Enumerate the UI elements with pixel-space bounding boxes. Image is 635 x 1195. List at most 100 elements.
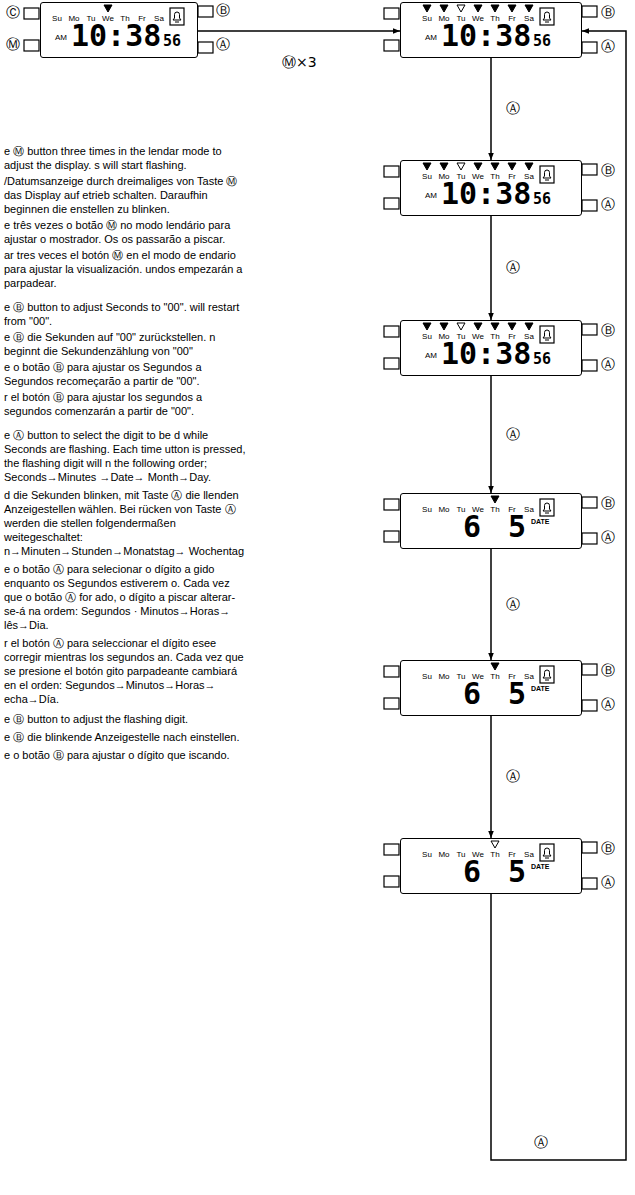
day-marker (508, 5, 516, 12)
button-symbol (24, 8, 39, 19)
button-label: Ⓐ (601, 874, 615, 890)
day-marker (104, 5, 112, 12)
button-symbol (384, 198, 399, 209)
button-symbol (582, 878, 597, 889)
display-digits: DATE (531, 518, 550, 526)
flow-arrow (490, 716, 492, 838)
lcd-display: SuMoTuWeThFrSaAM10:3856 (400, 320, 582, 376)
button-symbol (384, 166, 399, 177)
day-marker (525, 323, 533, 330)
lcd-display: SuMoTuWeThFrSa65DATE (400, 838, 582, 894)
chime-icon (543, 330, 551, 340)
weekday-label: Th (487, 851, 503, 860)
instruction-text: e Ⓑ die blinkende Anzeigestelle nach ein… (4, 730, 250, 744)
lcd-display: SuMoTuWeThFrSaAM10:3856 (40, 2, 198, 58)
day-marker (423, 5, 431, 12)
day-marker (440, 323, 448, 330)
day-marker (457, 323, 465, 330)
display-digits: 56 (163, 33, 181, 50)
display-digits: 5 (508, 510, 526, 543)
display-digits: 56 (533, 351, 551, 368)
display-digits: AM (425, 34, 437, 43)
weekday-label: Mo (436, 673, 452, 682)
instruction-text: e Ⓐ button to select the digit to be d w… (4, 428, 250, 484)
button-label: Ⓐ (601, 196, 615, 212)
day-marker (491, 663, 499, 670)
display-digits: AM (425, 192, 437, 201)
weekday-label: Mo (436, 506, 452, 515)
button-symbol (384, 698, 399, 709)
button-label: Ⓑ (601, 662, 615, 678)
weekday-label: Mo (436, 851, 452, 860)
chime-icon-frame (540, 8, 554, 25)
button-label: Ⓑ (601, 162, 615, 178)
lcd-display: SuMoTuWeThFrSa65DATE (400, 660, 582, 716)
day-marker (474, 163, 482, 170)
connectors (198, 31, 626, 1160)
edge-label: Ⓐ (505, 768, 521, 784)
chime-icon-frame (170, 8, 184, 25)
button-label: Ⓑ (601, 322, 615, 338)
display-digits: 5 (508, 677, 526, 710)
display-digits: 6 (463, 510, 481, 543)
day-marker (474, 323, 482, 330)
button-label: Ⓐ (601, 696, 615, 712)
day-marker (525, 5, 533, 12)
instruction-text: /Datumsanzeige durch dreimaliges von Tas… (4, 174, 250, 216)
flow-arrow (198, 30, 400, 32)
flow-arrow (490, 376, 492, 493)
edge-label: Ⓐ (533, 1134, 549, 1150)
button-symbol (384, 499, 399, 510)
lcd-display: SuMoTuWeThFrSaAM10:3856 (400, 160, 582, 216)
display-digits: DATE (531, 863, 550, 871)
weekday-label: Su (419, 673, 435, 682)
display-digits: 6 (463, 855, 481, 888)
button-label: Ⓐ (601, 38, 615, 54)
button-label: Ⓑ (216, 2, 230, 18)
display-digits: 10:38 (441, 177, 531, 210)
edge-label: Ⓐ (505, 100, 521, 116)
button-symbol (384, 326, 399, 337)
instruction-text: ar tres veces el botón Ⓜ en el modo de e… (4, 248, 250, 290)
flow-arrow (490, 58, 492, 160)
instruction-text: r el botón Ⓐ para seleccionar el dígito … (4, 636, 250, 706)
day-marker (474, 5, 482, 12)
edge-label: Ⓐ (505, 426, 521, 442)
display-digits: 6 (463, 677, 481, 710)
button-symbol (384, 666, 399, 677)
chime-icon (543, 12, 551, 22)
button-label: Ⓑ (601, 4, 615, 20)
button-symbol (582, 842, 597, 853)
display-digits: DATE (531, 685, 550, 693)
display-digits: 10:38 (441, 19, 531, 52)
button-symbol (582, 497, 597, 508)
day-marker (440, 163, 448, 170)
instruction-text: d die Sekunden blinken, mit Taste Ⓐ die … (4, 488, 250, 558)
weekday-label: Su (419, 333, 435, 342)
edge-label: Ⓜ×3 (281, 54, 318, 70)
button-symbol (384, 40, 399, 51)
button-symbol (582, 6, 597, 17)
instruction-text: e o botão Ⓑ para ajustar o dígito que is… (4, 748, 250, 762)
instruction-text: r el botón Ⓑ para ajustar los segundos a… (4, 390, 250, 418)
flow-arrow (490, 549, 492, 660)
day-marker (491, 496, 499, 503)
button-label: Ⓐ (601, 529, 615, 545)
button-symbol (582, 164, 597, 175)
edge-label: Ⓐ (505, 259, 521, 275)
instruction-text: e Ⓑ die Sekunden auf "00" zurückstellen.… (4, 330, 250, 358)
chime-icon (543, 670, 551, 680)
instruction-text: e Ⓑ button to adjust the flashing digit. (4, 712, 250, 726)
button-label: Ⓐ (601, 356, 615, 372)
button-label: Ⓐ (216, 36, 230, 52)
weekday-label: Su (419, 851, 435, 860)
day-marker (440, 5, 448, 12)
button-symbol (384, 876, 399, 887)
button-symbol (582, 533, 597, 544)
day-marker (491, 841, 499, 848)
chime-icon (543, 170, 551, 180)
day-marker (491, 163, 499, 170)
button-symbol (582, 360, 597, 371)
display-digits: AM (55, 34, 67, 43)
